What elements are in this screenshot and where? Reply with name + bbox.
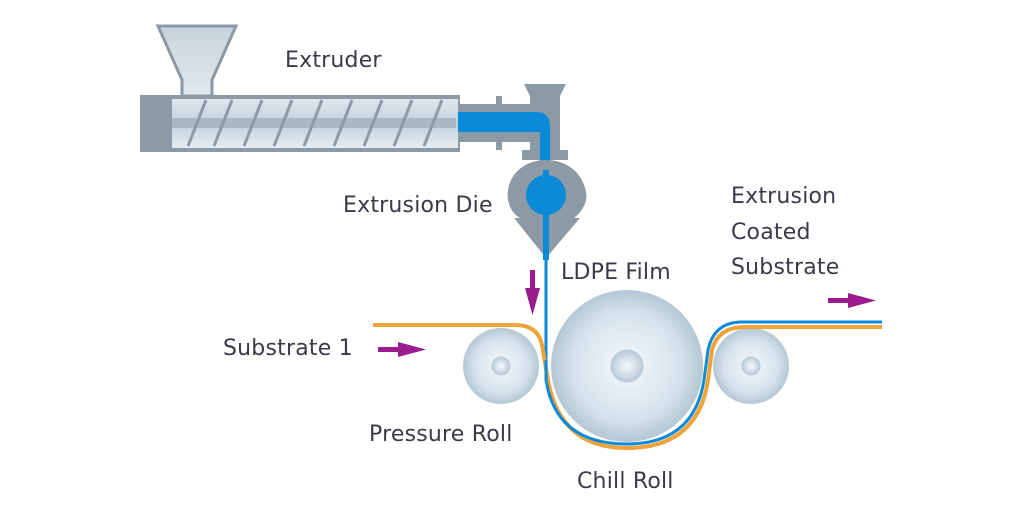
label-substrate-1: Substrate 1 bbox=[223, 336, 353, 361]
label-extrusion-die: Extrusion Die bbox=[343, 193, 493, 218]
coated-film bbox=[544, 320, 882, 446]
extruder-screw bbox=[172, 99, 456, 147]
arrow-substrate-in-icon bbox=[378, 342, 426, 357]
arrow-film-down-icon bbox=[525, 270, 540, 315]
hopper-icon bbox=[155, 24, 239, 98]
label-pressure-roll: Pressure Roll bbox=[369, 422, 513, 447]
arrow-coated-out-icon bbox=[828, 293, 876, 308]
melt-channel bbox=[458, 112, 550, 180]
label-coated-line2: Coated bbox=[731, 220, 811, 245]
pressure-roll bbox=[463, 328, 539, 404]
label-extruder: Extruder bbox=[285, 48, 382, 73]
label-coated-line1: Extrusion bbox=[731, 184, 837, 209]
extrusion-die bbox=[507, 160, 587, 260]
exit-roll bbox=[713, 328, 789, 404]
chill-roll bbox=[551, 290, 703, 442]
substrate-web bbox=[373, 323, 882, 451]
label-ldpe-film: LDPE Film bbox=[561, 260, 671, 285]
extruder bbox=[140, 24, 568, 180]
label-coated-line3: Substrate bbox=[731, 255, 840, 280]
label-chill-roll: Chill Roll bbox=[577, 469, 674, 494]
